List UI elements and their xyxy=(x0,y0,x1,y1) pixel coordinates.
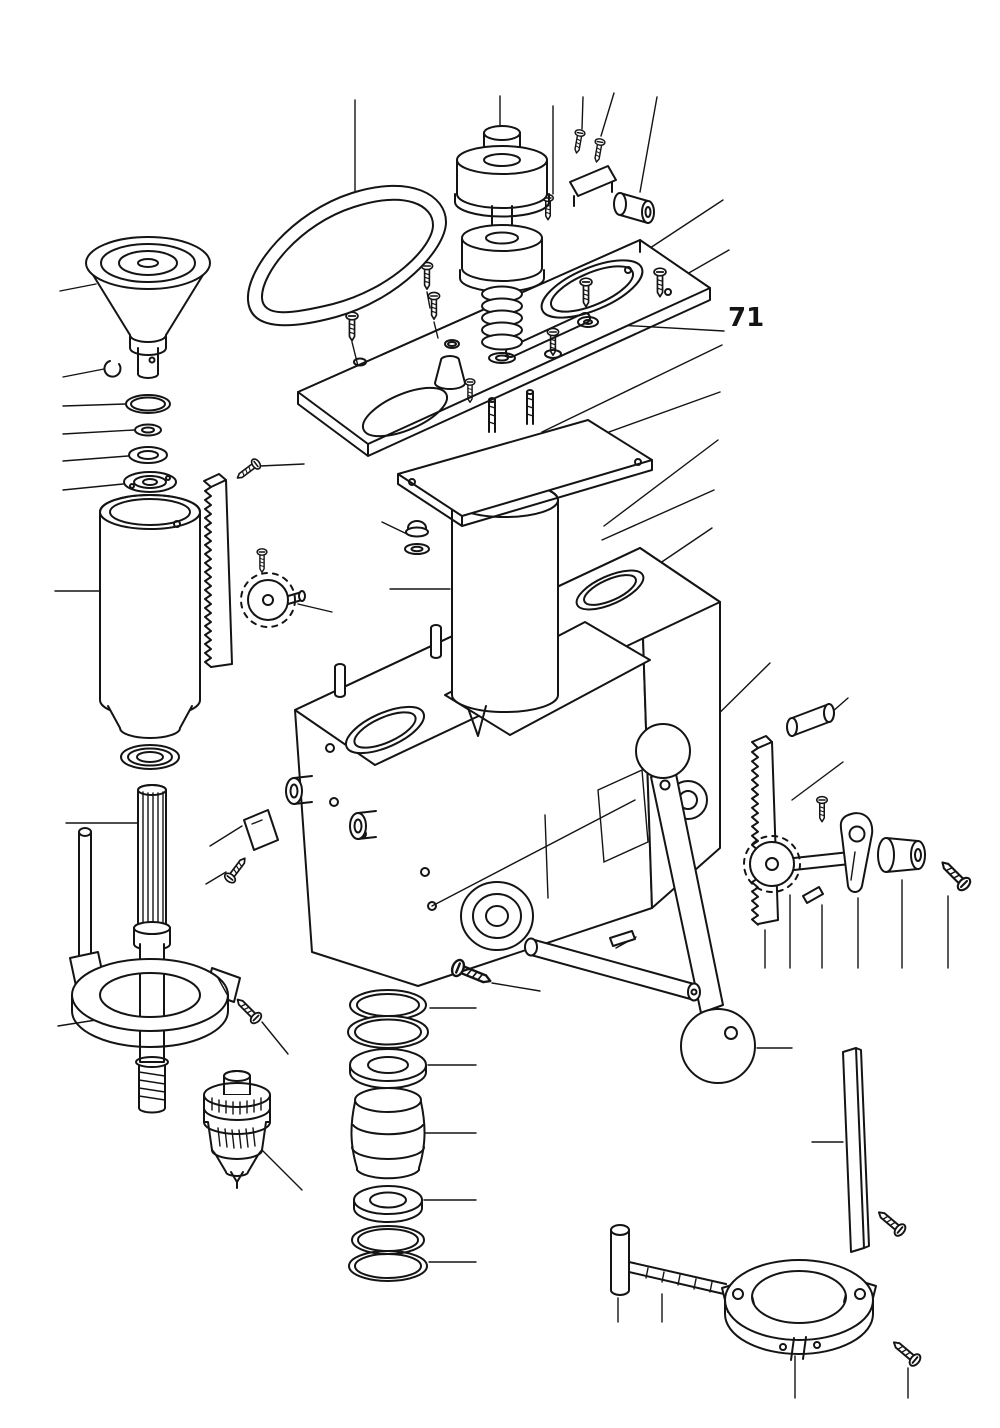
fastener-screws xyxy=(345,193,667,403)
drill-chuck xyxy=(203,1070,271,1189)
table-clamp-assembly xyxy=(610,1047,924,1369)
bearing-stack xyxy=(347,989,429,1282)
spindle-pulley-assembly xyxy=(454,125,550,293)
clamp-block xyxy=(569,128,617,207)
leader-lines xyxy=(54,92,949,1399)
sleeve-bearing xyxy=(120,744,180,770)
front-face-details xyxy=(325,743,649,911)
splined-spindle xyxy=(133,784,171,1114)
spacer-bushing xyxy=(613,192,655,224)
handle-bushing-bosses xyxy=(285,775,377,840)
pivot-pin xyxy=(802,886,824,904)
spacer-rings xyxy=(123,394,177,493)
table-clamp-collar xyxy=(721,1259,877,1361)
studs xyxy=(488,389,534,433)
return-spring xyxy=(481,285,523,364)
alignment-pins xyxy=(334,624,442,698)
dome-nut xyxy=(404,520,430,555)
pinion-boss xyxy=(460,881,534,951)
feed-hub-ball xyxy=(635,723,691,779)
guide-pin xyxy=(786,703,835,737)
drive-belt xyxy=(246,184,447,327)
clamp-bar xyxy=(842,1047,865,1253)
cam-lever xyxy=(839,812,874,893)
feed-handle-assembly xyxy=(635,723,756,1084)
quill-tube xyxy=(451,482,559,737)
pinion-gear-left xyxy=(240,548,306,628)
rack-strip-left xyxy=(203,456,264,668)
quill-sleeve xyxy=(99,494,201,739)
callout-71: 71 xyxy=(728,303,764,333)
shaft-bushing xyxy=(877,837,974,894)
t-handle-bolt xyxy=(610,1224,727,1296)
pinion-gear-right xyxy=(743,795,855,893)
rack-strip-right xyxy=(751,735,779,926)
column-clamp xyxy=(69,827,265,1048)
cone-pulley xyxy=(85,236,211,379)
drift-bar xyxy=(524,930,701,1002)
head-cap-plate xyxy=(397,389,653,555)
handle-ball xyxy=(680,1008,756,1084)
retaining-clip xyxy=(103,360,122,378)
handle-clamp-block xyxy=(205,809,279,886)
drive-pin xyxy=(609,930,636,947)
